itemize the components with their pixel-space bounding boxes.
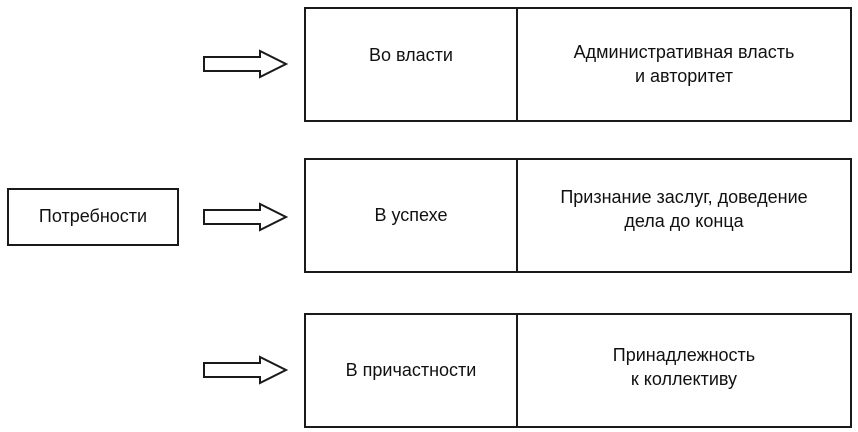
- need-type-cell: Во власти: [306, 9, 518, 120]
- need-description-cell: Административная власть и авторитет: [573, 42, 795, 87]
- needs-box: Потребности: [7, 188, 179, 246]
- arrow-right-icon: [203, 49, 288, 79]
- need-description-cell: Принадлежность к коллективу: [612, 345, 756, 390]
- arrow-right-icon: [203, 202, 288, 232]
- needs-label: Потребности: [38, 206, 148, 227]
- need-row-success: В успехе Признание заслуг, доведение дел…: [304, 158, 852, 273]
- need-row-power: Во власти Административная власть и авто…: [304, 7, 852, 122]
- arrow-right-icon: [203, 355, 288, 385]
- need-type-cell: В успехе: [306, 160, 518, 271]
- need-type-cell: В причастности: [306, 315, 518, 426]
- need-description-cell: Признание заслуг, доведение дела до конц…: [560, 187, 808, 232]
- need-row-belonging: В причастности Принадлежность к коллекти…: [304, 313, 852, 428]
